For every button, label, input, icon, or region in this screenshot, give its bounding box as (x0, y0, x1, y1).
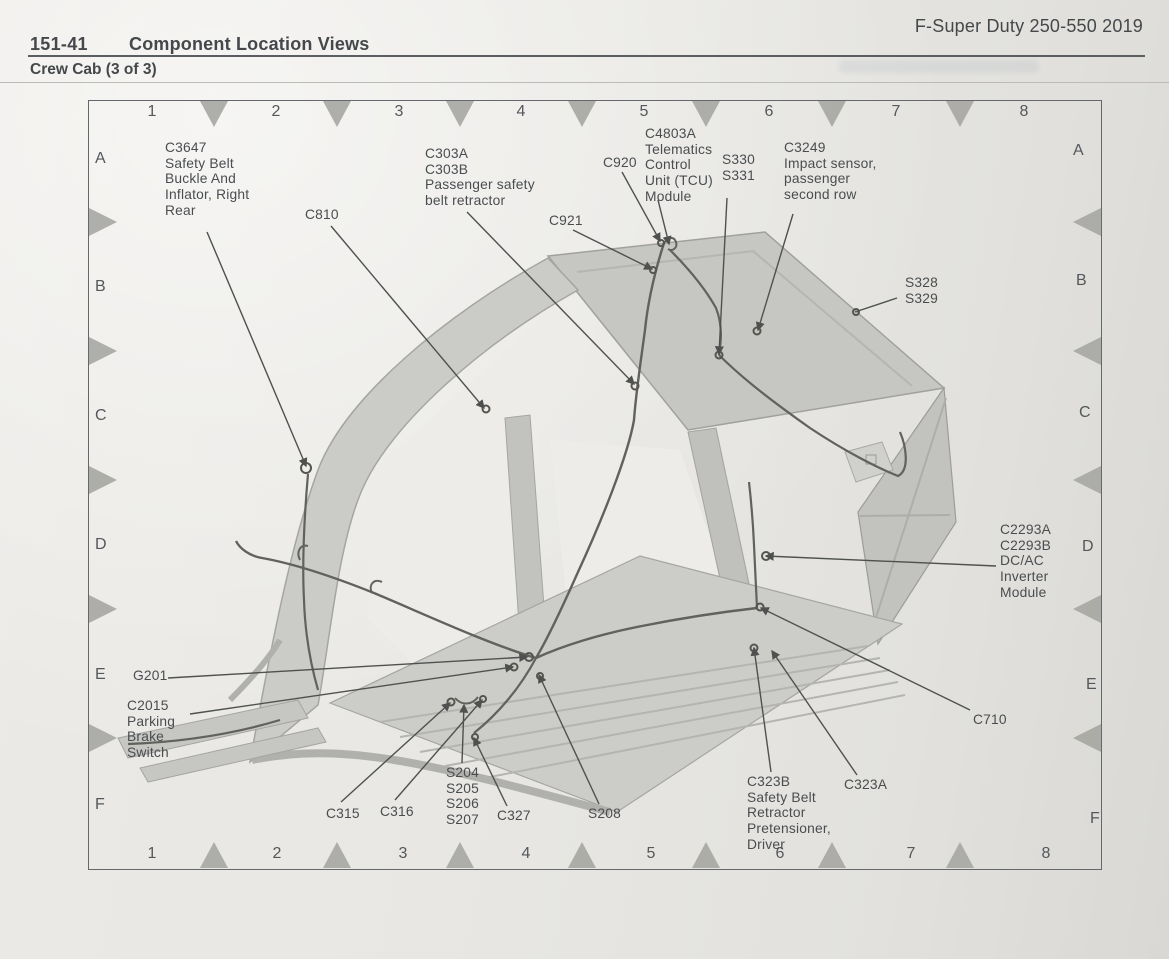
grid-col-bottom-5: 5 (646, 845, 656, 862)
frame-rail-2 (139, 727, 327, 783)
grid-col-bottom-1: 1 (147, 845, 157, 862)
grid-triangles-right (1073, 208, 1101, 752)
model-header: F-Super Duty 250-550 2019 (914, 16, 1143, 36)
print-bleed-through (839, 60, 1039, 73)
leader-C920 (621, 171, 661, 243)
callout-g201: G201 (133, 668, 168, 683)
callout-c921: C921 (549, 213, 583, 228)
grid-col-bottom-2: 2 (272, 845, 282, 862)
leader-S328 (854, 297, 898, 313)
leader-G201 (167, 652, 529, 679)
leader-S330 (714, 197, 728, 356)
grid-row-left-B: B (95, 278, 106, 295)
leader-C3647 (206, 231, 308, 468)
grid-col-top-1: 1 (147, 103, 157, 120)
grid-row-right-B: B (1076, 272, 1087, 289)
leader-C2293 (764, 551, 997, 567)
frame-rail-1 (117, 699, 309, 759)
leader-C810 (330, 225, 485, 410)
leader-C316 (394, 698, 483, 801)
roof-panel (546, 231, 946, 431)
callout-c316: C316 (380, 804, 414, 819)
leader-C3249 (755, 213, 794, 332)
grid-col-bottom-8: 8 (1041, 845, 1051, 862)
grid-row-left-F: F (95, 796, 105, 813)
callout-c3249: C3249 Impact sensor, passenger second ro… (784, 140, 877, 203)
callout-c2293: C2293A C2293B DC/AC Inverter Module (1000, 522, 1052, 600)
subtitle-rule (0, 82, 1169, 83)
leader-S204 (459, 703, 469, 764)
leader-C710 (759, 607, 971, 711)
header-rule (28, 55, 1145, 57)
leader-C315 (340, 702, 452, 803)
grid-col-top-2: 2 (271, 103, 281, 120)
grid-col-top-7: 7 (891, 103, 901, 120)
page-code: 151-41 (30, 34, 88, 54)
truck-cab-drawing (117, 231, 957, 816)
callout-s330-s331: S330 S331 (722, 152, 756, 183)
leader-C327 (473, 736, 508, 807)
callout-s328-s329: S328 S329 (905, 275, 939, 306)
callout-c315: C315 (326, 806, 360, 821)
callout-c303: C303A C303B Passenger safety belt retrac… (425, 146, 535, 209)
grid-col-top-8: 8 (1019, 103, 1029, 120)
grid-col-bottom-7: 7 (906, 845, 916, 862)
leader-lines (167, 171, 997, 807)
leader-S208 (538, 673, 600, 805)
callout-c920: C920 (603, 155, 637, 170)
diagram-frame (88, 100, 1102, 870)
rocker-sill (251, 749, 612, 816)
leader-C303 (466, 211, 635, 385)
grid-row-left-C: C (95, 407, 107, 424)
grid-triangles-bottom (200, 842, 974, 868)
grid-col-bottom-3: 3 (398, 845, 408, 862)
callout-c3647: C3647 Safety Belt Buckle And Inflator, R… (165, 140, 250, 218)
leader-C921 (572, 229, 654, 270)
page-title: Component Location Views (129, 34, 370, 54)
callout-c710: C710 (973, 712, 1007, 727)
grid-row-right-F: F (1090, 810, 1100, 827)
grid-triangles-left (89, 208, 117, 752)
callout-c327: C327 (497, 808, 531, 823)
grid-triangles-top (200, 101, 974, 127)
grid-col-bottom-4: 4 (521, 845, 531, 862)
grid-row-right-E: E (1086, 676, 1097, 693)
callout-s208: S208 (588, 806, 622, 821)
grid-row-right-A: A (1073, 142, 1084, 159)
leader-C4803A (657, 199, 672, 246)
leader-C323A (771, 649, 858, 776)
grid-col-top-4: 4 (516, 103, 526, 120)
grid-col-top-5: 5 (639, 103, 649, 120)
callout-c323b: C323B Safety Belt Retractor Pretensioner… (747, 774, 831, 852)
grid-col-top-3: 3 (394, 103, 404, 120)
leader-C323B (750, 646, 772, 773)
callout-c4803a: C4803A Telematics Control Unit (TCU) Mod… (645, 126, 713, 204)
grid-row-right-C: C (1079, 404, 1091, 421)
grid-tick-triangles (89, 101, 1101, 868)
wiring-harness (127, 237, 907, 746)
leader-C2015 (189, 663, 515, 715)
page-subtitle: Crew Cab (3 of 3) (30, 61, 157, 78)
grid-row-right-D: D (1082, 538, 1094, 555)
grid-col-top-6: 6 (764, 103, 774, 120)
callout-c810: C810 (305, 207, 339, 222)
grid-row-left-A: A (95, 150, 106, 167)
callout-s204-s207: S204 S205 S206 S207 (446, 765, 480, 828)
callout-c323a: C323A (844, 777, 888, 792)
grid-row-left-D: D (95, 536, 107, 553)
grid-row-left-E: E (95, 666, 106, 683)
callout-c2015: C2015 Parking Brake Switch (127, 698, 176, 761)
grid-col-bottom-6: 6 (775, 845, 785, 862)
floor-pan (328, 555, 904, 813)
